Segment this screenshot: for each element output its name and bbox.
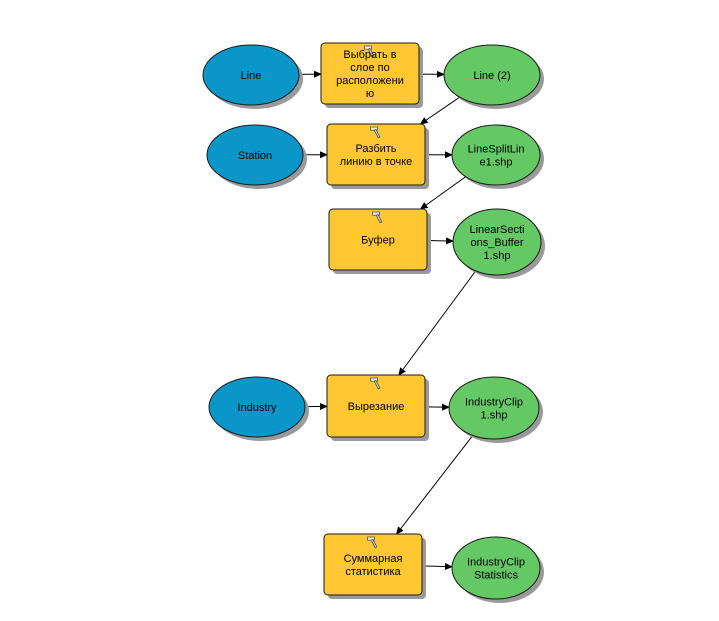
connector-industryclip-to-summary-statistics[interactable]	[395, 435, 474, 535]
node-buffer[interactable]: Буфер	[328, 208, 431, 274]
derived-output-ellipse	[443, 44, 541, 106]
node-label: Line (2)	[473, 70, 510, 82]
node-label: Буфер	[361, 235, 395, 247]
node-label: LinearSecti	[469, 224, 524, 236]
connector-buffer-to-linearsections-buffer[interactable]	[426, 237, 455, 245]
node-line-2[interactable]: Line (2)	[443, 44, 544, 109]
node-label: ons_Buffer	[470, 237, 523, 249]
node-line[interactable]: Line	[202, 44, 303, 109]
derived-output-ellipse	[451, 124, 541, 186]
node-label: линию в точке	[340, 156, 413, 168]
node-label: IndustryClip	[465, 397, 523, 409]
node-label: ю	[366, 88, 374, 100]
derived-output-ellipse	[448, 376, 540, 440]
connector-linearsections-buffer-to-clip[interactable]	[398, 270, 477, 376]
node-station[interactable]: Station	[206, 124, 307, 189]
node-label: статистика	[345, 566, 401, 578]
derived-output-ellipse	[452, 208, 542, 276]
data-input-ellipse	[206, 124, 304, 186]
connector-linesplitline-to-buffer[interactable]	[419, 176, 466, 210]
connector-line-2-to-split-line-at-point[interactable]	[419, 96, 460, 125]
derived-output-ellipse	[451, 536, 541, 600]
data-input-ellipse	[208, 376, 306, 438]
tool-box	[323, 533, 423, 596]
node-label: расположени	[336, 75, 404, 87]
node-label: Вырезание	[348, 401, 405, 413]
node-label: Industry	[237, 402, 277, 414]
node-label: LineSplitLin	[468, 144, 525, 156]
node-label: слое по	[350, 62, 389, 74]
node-label: 1.shp	[481, 410, 508, 422]
data-input-ellipse	[202, 44, 300, 106]
node-label: Разбить	[355, 143, 396, 155]
node-label: Line	[241, 70, 262, 82]
node-label: Суммарная	[344, 553, 403, 565]
tool-box	[326, 123, 426, 186]
node-label: Выбрать в	[343, 49, 396, 61]
node-label: Station	[238, 150, 272, 162]
tool-box	[328, 208, 428, 271]
node-clip[interactable]: Вырезание	[326, 374, 429, 441]
node-label: Statistics	[474, 570, 519, 582]
connectors	[298, 70, 477, 571]
connector-summary-statistics-to-industryclip-statistics[interactable]	[421, 563, 454, 571]
node-label: e1.shp	[479, 157, 512, 169]
tool-box	[326, 374, 426, 438]
node-industry[interactable]: Industry	[208, 376, 309, 441]
node-label: IndustryClip	[467, 557, 525, 569]
node-label: 1.shp	[484, 250, 511, 262]
tool-box	[320, 42, 420, 105]
